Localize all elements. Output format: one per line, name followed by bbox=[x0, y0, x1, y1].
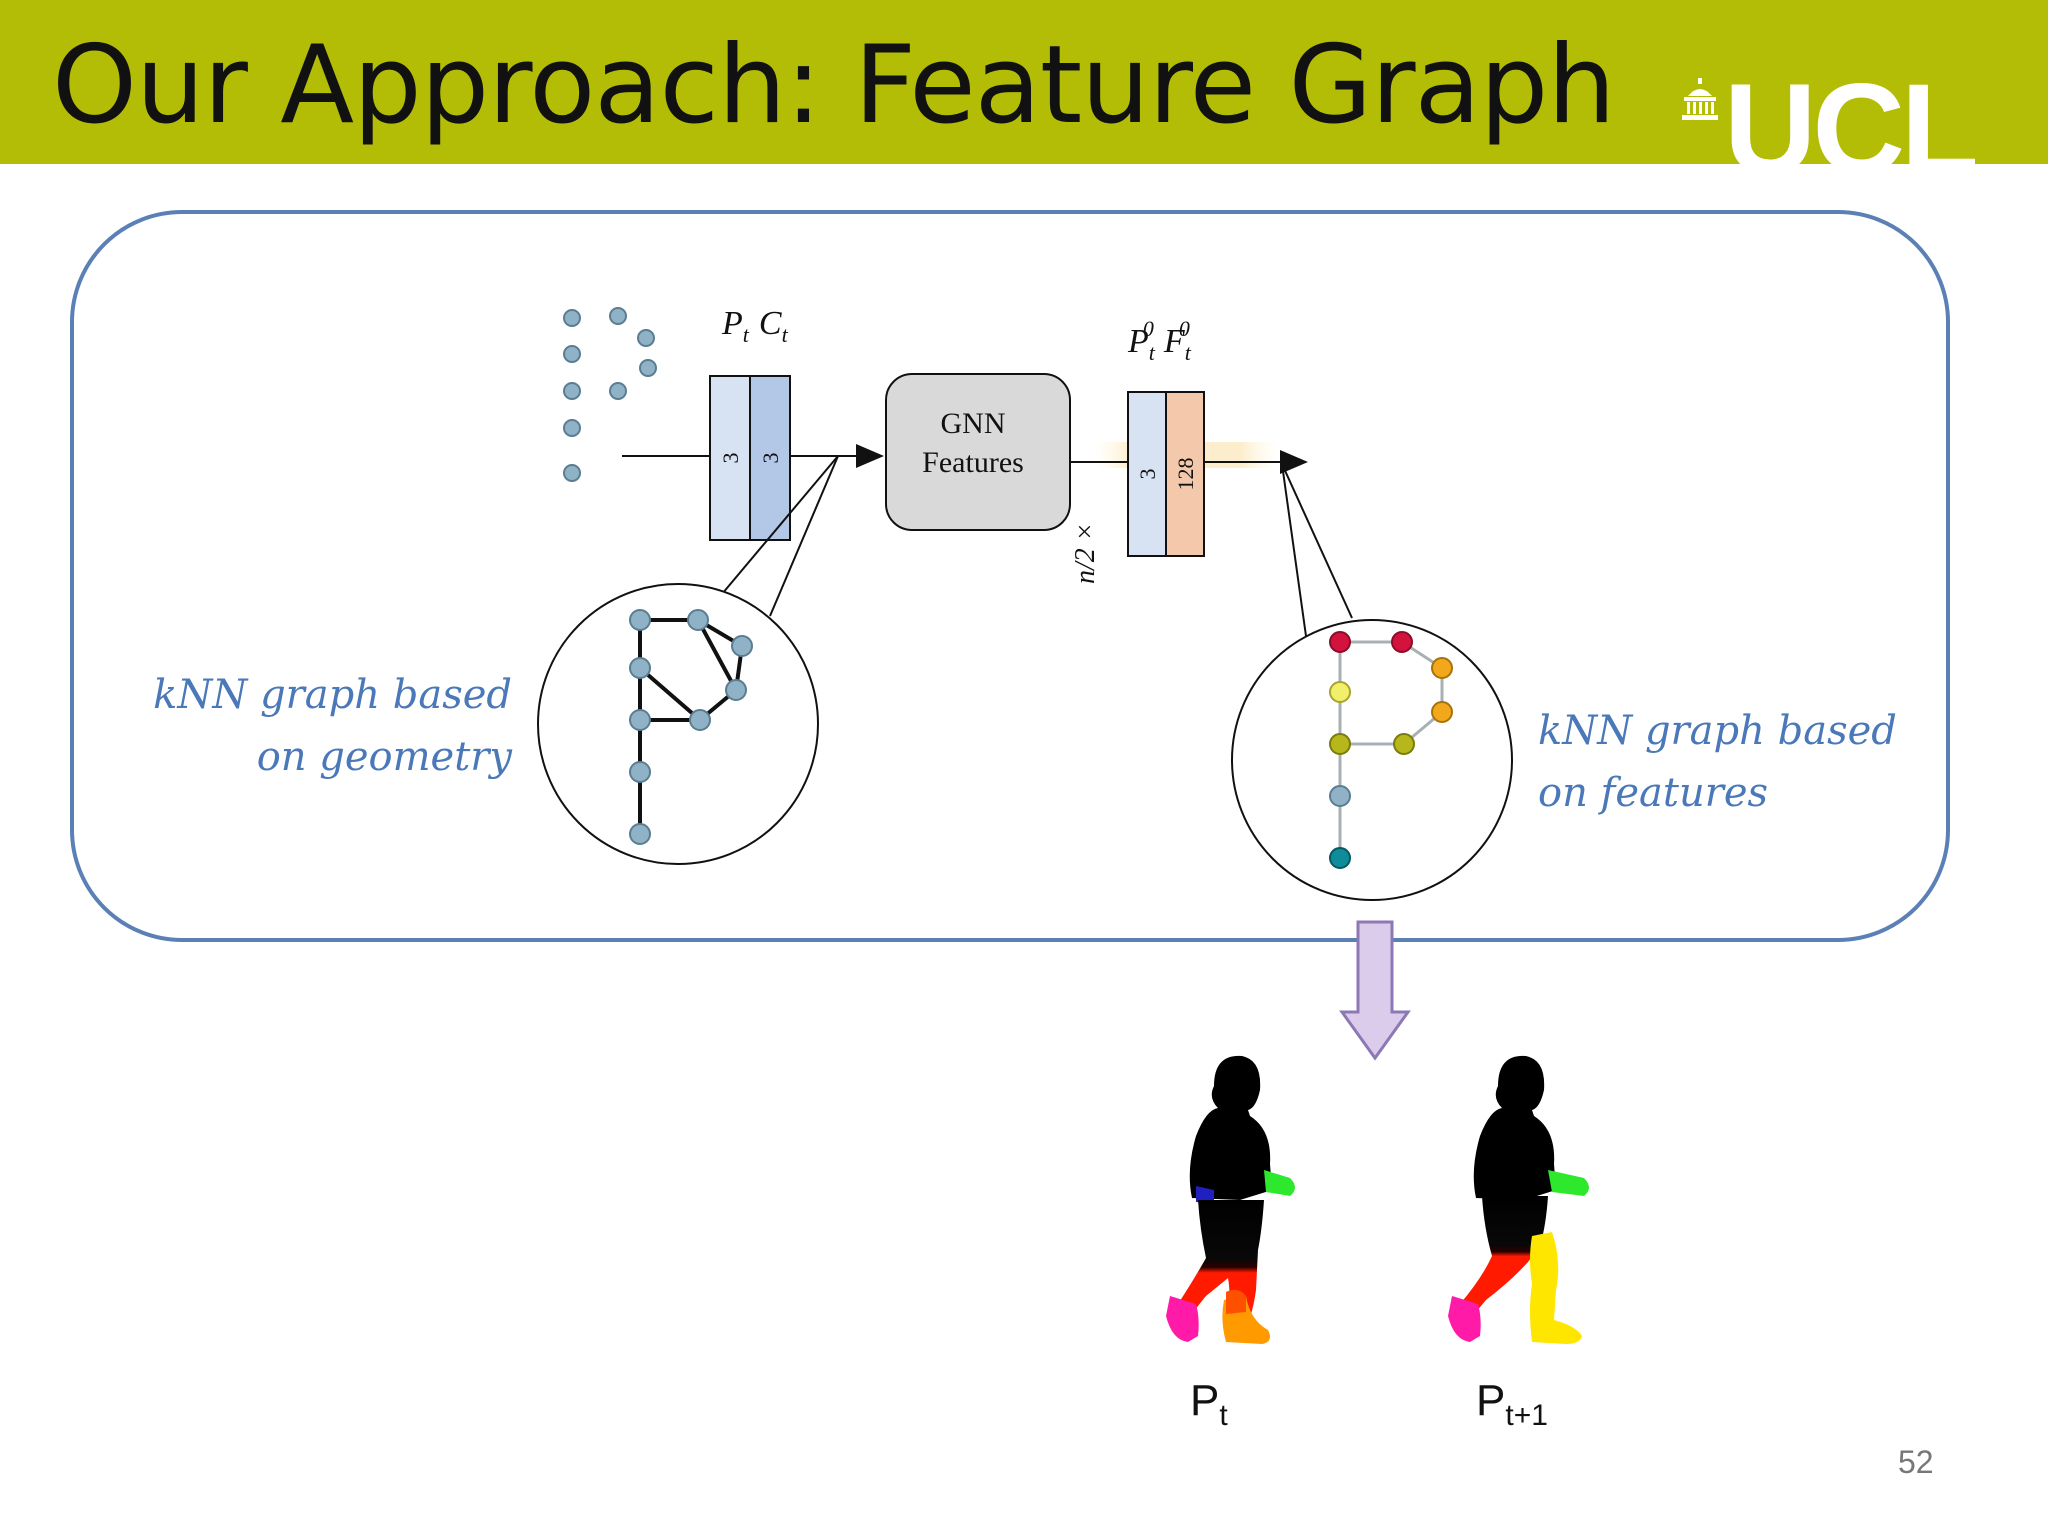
feature-channel bbox=[1165, 391, 1205, 557]
point-node bbox=[563, 419, 581, 437]
portico-icon bbox=[1682, 78, 1718, 120]
graph-node bbox=[1329, 733, 1351, 755]
feature-note-line2: on features bbox=[1538, 770, 1769, 816]
graph-node bbox=[1329, 681, 1351, 703]
graph-node bbox=[629, 823, 651, 845]
graph-node bbox=[1391, 631, 1413, 653]
input-point-cloud bbox=[563, 307, 657, 482]
position-channel-size: 3 bbox=[718, 453, 743, 464]
frame-label-t: Pt bbox=[1190, 1376, 1228, 1433]
frame-label-t-plus-1: Pt+1 bbox=[1476, 1376, 1548, 1433]
slide-header bbox=[0, 0, 2048, 164]
graph-node bbox=[689, 709, 711, 731]
position-channel-size: 3 bbox=[1135, 469, 1160, 480]
feature-graph-callout bbox=[1231, 463, 1513, 901]
slide-title: Our Approach: Feature Graph bbox=[52, 23, 1616, 148]
diagram-panel bbox=[70, 210, 1950, 942]
page-number: 52 bbox=[1898, 1444, 1934, 1480]
input-tensor-block: 3 3 bbox=[709, 375, 791, 541]
graph-node bbox=[629, 709, 651, 731]
graph-node bbox=[1329, 631, 1351, 653]
point-node bbox=[563, 464, 581, 482]
geometry-note-line1: kNN graph based bbox=[153, 672, 512, 718]
gnn-label: GNN bbox=[941, 407, 1006, 440]
graph-node bbox=[1329, 847, 1351, 869]
geometry-note-line2: on geometry bbox=[256, 734, 512, 780]
frame-label-sub: t+1 bbox=[1505, 1399, 1548, 1432]
point-node bbox=[563, 382, 581, 400]
point-node bbox=[563, 309, 581, 327]
down-arrow bbox=[1339, 920, 1411, 1061]
graph-node bbox=[629, 609, 651, 631]
graph-node bbox=[725, 679, 747, 701]
graph-node bbox=[629, 657, 651, 679]
point-node bbox=[637, 329, 655, 347]
graph-node bbox=[629, 761, 651, 783]
gnn-features-box: GNN Features bbox=[885, 373, 1071, 531]
point-node bbox=[609, 382, 627, 400]
position-channel bbox=[709, 375, 751, 541]
walking-figure-frame-t bbox=[1166, 1055, 1295, 1344]
point-node bbox=[563, 345, 581, 363]
output-tensor-block: 3 128 bbox=[1127, 391, 1205, 557]
graph-node bbox=[1431, 657, 1453, 679]
feature-note-line1: kNN graph based bbox=[1538, 708, 1897, 754]
graph-node bbox=[1393, 733, 1415, 755]
features-label: Features bbox=[922, 446, 1024, 479]
frame-label-base: P bbox=[1476, 1376, 1506, 1425]
graph-node bbox=[1431, 701, 1453, 723]
frame-label-sub: t bbox=[1219, 1399, 1228, 1432]
point-node bbox=[639, 359, 657, 377]
color-channel bbox=[749, 375, 791, 541]
graph-node bbox=[731, 635, 753, 657]
frame-label-base: P bbox=[1190, 1376, 1220, 1425]
point-node bbox=[609, 307, 627, 325]
walking-figure-frame-t-plus-1 bbox=[1448, 1055, 1589, 1344]
geometry-graph-callout bbox=[537, 455, 839, 865]
graph-node bbox=[687, 609, 709, 631]
feature-channel-size: 128 bbox=[1173, 458, 1198, 491]
ucl-logo: UCL bbox=[1680, 66, 2020, 164]
repeat-label: n/2 × bbox=[1070, 522, 1101, 584]
ucl-logo-text: UCL bbox=[1724, 66, 1976, 164]
geometry-graph-note: kNN graph based on geometry bbox=[100, 664, 512, 788]
color-channel-size: 3 bbox=[758, 453, 783, 464]
feature-graph-note: kNN graph based on features bbox=[1538, 700, 1897, 824]
graph-node bbox=[1329, 785, 1351, 807]
